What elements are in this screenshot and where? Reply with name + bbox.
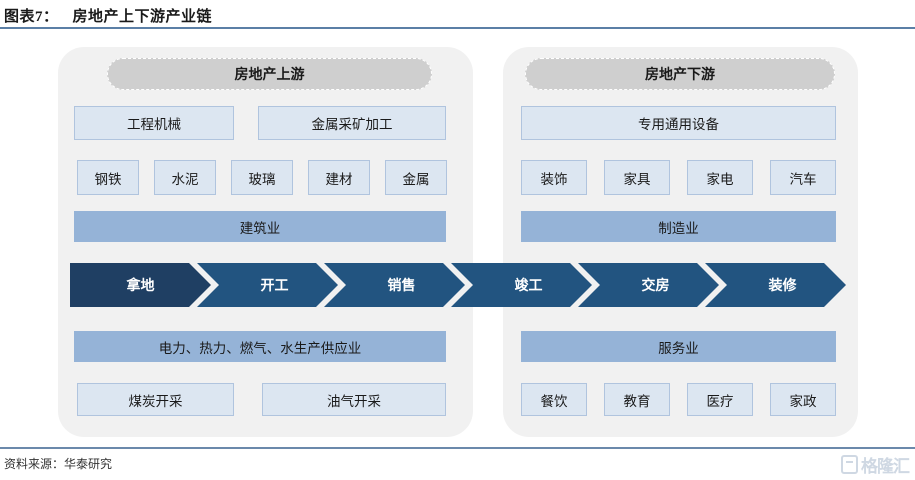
- flow-step-6: 装修: [705, 263, 846, 307]
- downstream-box-decoration: 装饰: [521, 160, 587, 195]
- upstream-box-metal: 金属: [385, 160, 447, 195]
- title-divider: [0, 27, 915, 29]
- upstream-box-building-materials: 建材: [308, 160, 370, 195]
- upstream-box-steel: 钢铁: [77, 160, 139, 195]
- downstream-box-special-general-equipment: 专用通用设备: [521, 106, 836, 140]
- downstream-box-home-appliances: 家电: [687, 160, 753, 195]
- page-title: 图表7： 房地产上下游产业链: [0, 5, 212, 26]
- figure-title: 房地产上下游产业链: [72, 8, 213, 25]
- upstream-box-engineering-machinery: 工程机械: [74, 106, 234, 140]
- downstream-box-automobile: 汽车: [770, 160, 836, 195]
- downstream-box-catering: 餐饮: [521, 383, 587, 416]
- figure-label: 图表7：: [4, 8, 59, 25]
- watermark-text: 格隆汇: [861, 457, 910, 476]
- watermark-mark-icon: [841, 455, 858, 474]
- downstream-bar-manufacturing: 制造业: [521, 211, 836, 242]
- downstream-box-healthcare: 医疗: [687, 383, 753, 416]
- upstream-box-coal-mining: 煤炭开采: [77, 383, 234, 416]
- flow-step-1: 拿地: [70, 263, 211, 307]
- watermark-logo: 格隆汇: [841, 452, 910, 477]
- upstream-header: 房地产上游: [107, 58, 432, 90]
- figure-title-row: 图表7： 房地产上下游产业链: [0, 0, 915, 30]
- upstream-box-metal-mining: 金属采矿加工: [258, 106, 446, 140]
- upstream-box-oil-gas-extraction: 油气开采: [262, 383, 446, 416]
- flow-step-5: 交房: [578, 263, 719, 307]
- source-note: 资料来源：华泰研究: [4, 457, 113, 471]
- footer-divider: [0, 447, 915, 449]
- downstream-box-education: 教育: [604, 383, 670, 416]
- downstream-box-housekeeping: 家政: [770, 383, 836, 416]
- upstream-bar-construction: 建筑业: [74, 211, 446, 242]
- upstream-box-cement: 水泥: [154, 160, 216, 195]
- downstream-bar-services: 服务业: [521, 331, 836, 362]
- flow-step-2: 开工: [197, 263, 338, 307]
- flow-step-3: 销售: [324, 263, 465, 307]
- downstream-header: 房地产下游: [525, 58, 835, 90]
- property-lifecycle-flow: 拿地开工销售竣工交房装修: [70, 263, 846, 307]
- upstream-box-glass: 玻璃: [231, 160, 293, 195]
- flow-step-4: 竣工: [451, 263, 592, 307]
- upstream-bar-utilities: 电力、热力、燃气、水生产供应业: [74, 331, 446, 362]
- downstream-box-furniture: 家具: [604, 160, 670, 195]
